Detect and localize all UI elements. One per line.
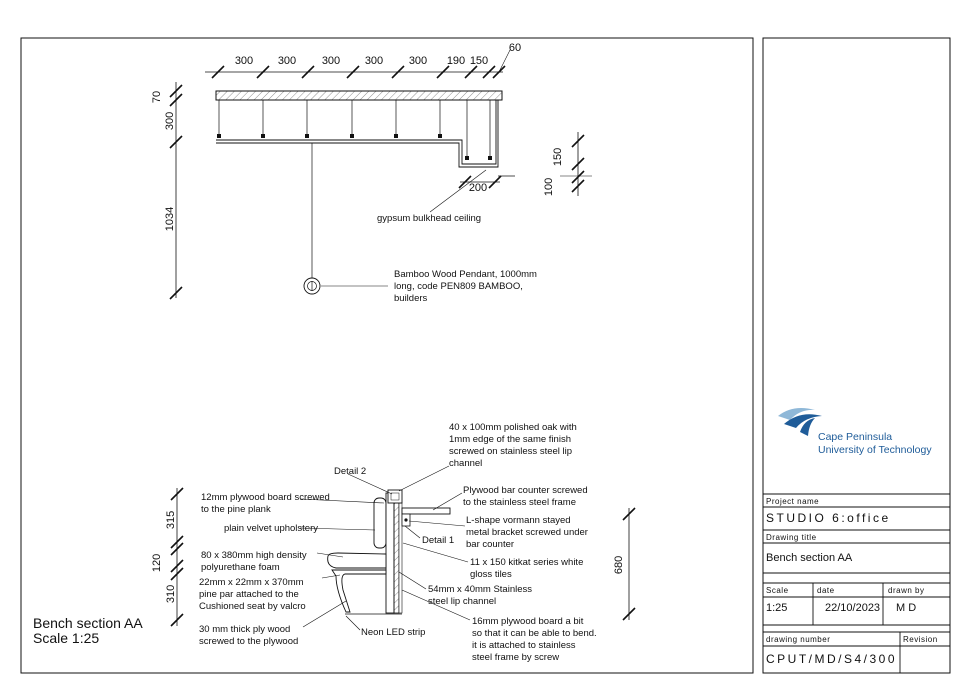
note-pendant: Bamboo Wood Pendant, 1000mm long, code P… xyxy=(394,269,537,304)
note-oak-line-4: channel xyxy=(449,458,482,469)
oak-top xyxy=(387,489,403,504)
dim-bulkhead-200: 200 xyxy=(469,182,487,194)
dim-top-6: 190 xyxy=(447,55,465,67)
note-oak-line-3: screwed on stainless steel lip xyxy=(449,446,572,457)
title-block: Cape Peninsula University of Technology … xyxy=(763,408,950,673)
title-block-border xyxy=(762,37,951,674)
bar-counter xyxy=(401,507,451,515)
bench-section: 315 120 310 680 xyxy=(151,422,636,663)
note-counter-line-1: Plywood bar counter screwed xyxy=(463,485,588,496)
dim-left-300: 300 xyxy=(164,112,176,130)
seat-base xyxy=(331,569,387,613)
dim-bench-680: 680 xyxy=(613,556,625,574)
dim-left-70: 70 xyxy=(151,91,163,103)
value-drawing-title: Bench section AA xyxy=(766,552,853,564)
label-drawing-number: drawing number xyxy=(766,635,830,644)
dim-bench-310: 310 xyxy=(165,585,177,603)
dim-right-100: 100 xyxy=(543,178,555,196)
note-lip-line-1: 54mm x 40mm Stainless xyxy=(428,584,532,595)
note-oak-line-2: 1mm edge of the same finish xyxy=(449,434,571,445)
value-drawn-by: M D xyxy=(896,602,916,614)
gypsum-bulkhead xyxy=(216,100,499,168)
back-rest-cushion xyxy=(373,497,387,549)
dim-top-7: 150 xyxy=(470,55,488,67)
dim-bench-315: 315 xyxy=(165,511,177,529)
note-ply-line-2: to the pine plank xyxy=(201,504,271,515)
label-drawn-by: drawn by xyxy=(888,586,924,595)
dim-left-1034: 1034 xyxy=(164,207,176,231)
value-date: 22/10/2023 xyxy=(825,602,880,614)
label-date: date xyxy=(817,586,835,595)
bench-frame xyxy=(385,492,395,614)
note-pine-line-3: Cushioned seat by valcro xyxy=(199,601,306,612)
logo-line-1: Cape Peninsula xyxy=(818,431,892,443)
label-revision: Revision xyxy=(903,635,938,644)
note-counter-line-2: to the stainless steel frame xyxy=(463,497,576,508)
note-foam-line-2: polyurethane foam xyxy=(201,562,280,573)
note-lshape-line-2: metal bracket screwed under xyxy=(466,527,588,538)
label-detail-2: Detail 2 xyxy=(334,466,366,477)
value-project-name: STUDIO 6:office xyxy=(766,511,891,525)
note-pine-line-1: 22mm x 22mm x 370mm xyxy=(199,577,304,588)
note-lshape-line-1: L-shape vormann stayed xyxy=(466,515,571,526)
dim-top-1: 300 xyxy=(235,55,253,67)
dim-top-5: 300 xyxy=(409,55,427,67)
label-drawing-title: Drawing title xyxy=(766,533,817,542)
note-ply-line-1: 12mm plywood board screwed xyxy=(201,492,330,503)
note-tiles-line-1: 11 x 150 kitkat series white xyxy=(470,557,583,568)
dim-bench-120: 120 xyxy=(151,554,163,572)
note-tiles-line-2: gloss tiles xyxy=(470,569,512,580)
note-pine-line-2: pine par attached to the xyxy=(199,589,299,600)
note-oak-line-1: 40 x 100mm polished oak with xyxy=(449,422,577,433)
note-pendant-line-2: long, code PEN809 BAMBOO, xyxy=(394,281,523,292)
label-project-name: Project name xyxy=(766,497,819,506)
ceiling-slab xyxy=(215,90,503,101)
ceiling-section: 300 300 300 300 300 190 150 60 xyxy=(151,42,592,304)
section-title: Bench section AA xyxy=(33,615,143,631)
note-pendant-line-1: Bamboo Wood Pendant, 1000mm xyxy=(394,269,537,280)
note-lip-line-2: steel lip channel xyxy=(428,596,496,607)
cput-logo: Cape Peninsula University of Technology xyxy=(778,408,932,456)
note-foam-line-1: 80 x 380mm high density xyxy=(201,550,307,561)
note-thickply-line-2: screwed to the plywood xyxy=(199,636,298,647)
value-drawing-number: CPUT/MD/S4/300 xyxy=(766,652,897,666)
note-bendply-line-3: it is attached to stainless xyxy=(472,640,576,651)
dim-top-8: 60 xyxy=(509,42,521,54)
note-lshape-line-3: bar counter xyxy=(466,539,514,550)
section-scale: Scale 1:25 xyxy=(33,630,99,646)
dim-top-3: 300 xyxy=(322,55,340,67)
note-pendant-line-3: builders xyxy=(394,293,428,304)
seat-cushion xyxy=(327,552,387,569)
note-neon: Neon LED strip xyxy=(361,627,425,638)
dim-top-4: 300 xyxy=(365,55,383,67)
logo-line-2: University of Technology xyxy=(818,444,932,456)
drawing-border xyxy=(20,37,754,674)
dim-right-150: 150 xyxy=(552,148,564,166)
dim-top-2: 300 xyxy=(278,55,296,67)
note-bendply-line-2: so that it can be able to bend. xyxy=(472,628,597,639)
label-detail-1: Detail 1 xyxy=(422,535,454,546)
note-bendply-line-4: steel frame by screw xyxy=(472,652,559,663)
value-scale: 1:25 xyxy=(766,602,787,614)
note-thickply-line-1: 30 mm thick ply wood xyxy=(199,624,290,635)
note-velvet: plain velvet upholstery xyxy=(224,523,318,534)
note-bendply-line-1: 16mm plywood board a bit xyxy=(472,616,584,627)
label-scale: Scale xyxy=(766,586,789,595)
note-gypsum-bulkhead: gypsum bulkhead ceiling xyxy=(377,213,481,224)
